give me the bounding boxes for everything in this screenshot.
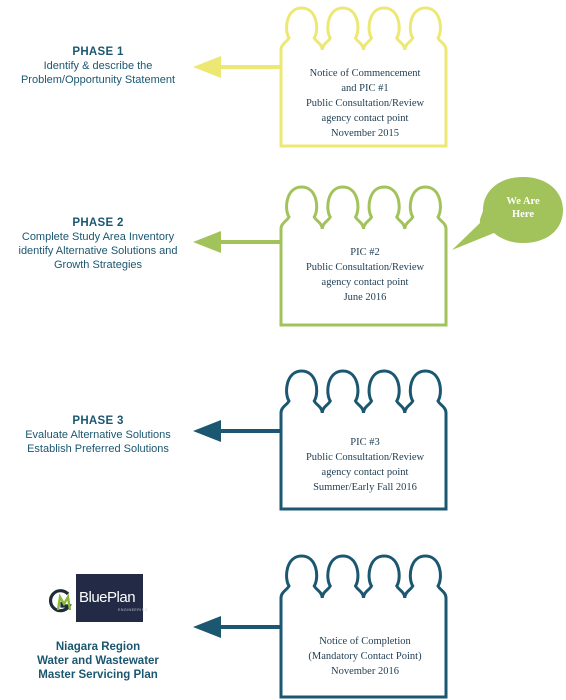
box-3-line-3: agency contact point <box>321 467 409 478</box>
people-box-2 <box>279 185 448 327</box>
we-are-here-line-2: Here <box>512 209 534 220</box>
box-4-line-2: (Mandatory Contact Point) <box>308 651 422 662</box>
box-1-text: Notice of Commencement and PIC #1 Public… <box>282 66 448 141</box>
box-3-line-1: PIC #3 <box>350 437 380 448</box>
phase-2-title: PHASE 2 <box>72 217 124 229</box>
box-1-line-2: and PIC #1 <box>341 83 389 94</box>
phase-3-label: PHASE 3 Evaluate Alternative Solutions E… <box>0 414 196 456</box>
project-caption: Niagara Region Water and Wastewater Mast… <box>0 640 196 682</box>
box-1-line-4: agency contact point <box>321 113 409 124</box>
phase-2-line-2: identify Alternative Solutions and <box>18 245 178 257</box>
phase-1-line-1: Identify & describe the <box>43 60 153 72</box>
we-are-here-bubble <box>452 177 563 250</box>
phase-2-line-1: Complete Study Area Inventory <box>21 231 175 243</box>
box-4-line-3: November 2016 <box>331 666 399 677</box>
box-1-line-3: Public Consultation/Review <box>305 98 425 109</box>
arrow-head-1 <box>193 56 221 78</box>
phase-2-line-3: Growth Strategies <box>53 259 143 271</box>
box-2-line-2: Public Consultation/Review <box>305 262 425 273</box>
arrow-head-2 <box>193 231 221 253</box>
box-3-line-2: Public Consultation/Review <box>305 452 425 463</box>
phase-1-title: PHASE 1 <box>72 46 124 58</box>
phase-3-line-1: Evaluate Alternative Solutions <box>25 429 171 441</box>
arrow-head-4 <box>193 616 221 638</box>
phase-3-line-2: Establish Preferred Solutions <box>27 443 169 455</box>
blueplan-wordmark: BluePlan <box>79 589 136 606</box>
box-1-line-5: November 2015 <box>331 128 399 139</box>
caption-line-2: Water and Wastewater <box>37 655 159 667</box>
phase-3-title: PHASE 3 <box>72 415 124 427</box>
we-are-here-text: We Are Here <box>485 195 561 221</box>
box-3-line-4: Summer/Early Fall 2016 <box>313 482 417 493</box>
people-box-3 <box>279 369 448 511</box>
blueplan-logo: BluePlan ENGINEERING <box>48 574 148 624</box>
box-1-line-1: Notice of Commencement <box>309 68 421 79</box>
people-box-1 <box>279 6 448 148</box>
phase-2-label: PHASE 2 Complete Study Area Inventory id… <box>0 216 196 272</box>
box-4-line-1: Notice of Completion <box>319 636 411 647</box>
phase-1-line-2: Problem/Opportunity Statement <box>20 74 176 86</box>
arrow-head-3 <box>193 420 221 442</box>
blueplan-box <box>76 574 143 622</box>
we-are-here-line-1: We Are <box>506 196 540 207</box>
box-2-line-4: June 2016 <box>343 292 387 303</box>
phase-1-label: PHASE 1 Identify & describe the Problem/… <box>0 45 196 87</box>
caption-line-1: Niagara Region <box>55 641 141 653</box>
box-2-line-3: agency contact point <box>321 277 409 288</box>
box-3-text: PIC #3 Public Consultation/Review agency… <box>282 435 448 495</box>
gm-logo-icon <box>48 589 72 613</box>
blueplan-subtext: ENGINEERING <box>118 608 149 612</box>
box-2-line-1: PIC #2 <box>350 247 380 258</box>
caption-line-3: Master Servicing Plan <box>38 669 158 681</box>
people-box-4 <box>279 554 448 699</box>
box-4-text: Notice of Completion (Mandatory Contact … <box>282 634 448 679</box>
box-2-text: PIC #2 Public Consultation/Review agency… <box>282 245 448 305</box>
